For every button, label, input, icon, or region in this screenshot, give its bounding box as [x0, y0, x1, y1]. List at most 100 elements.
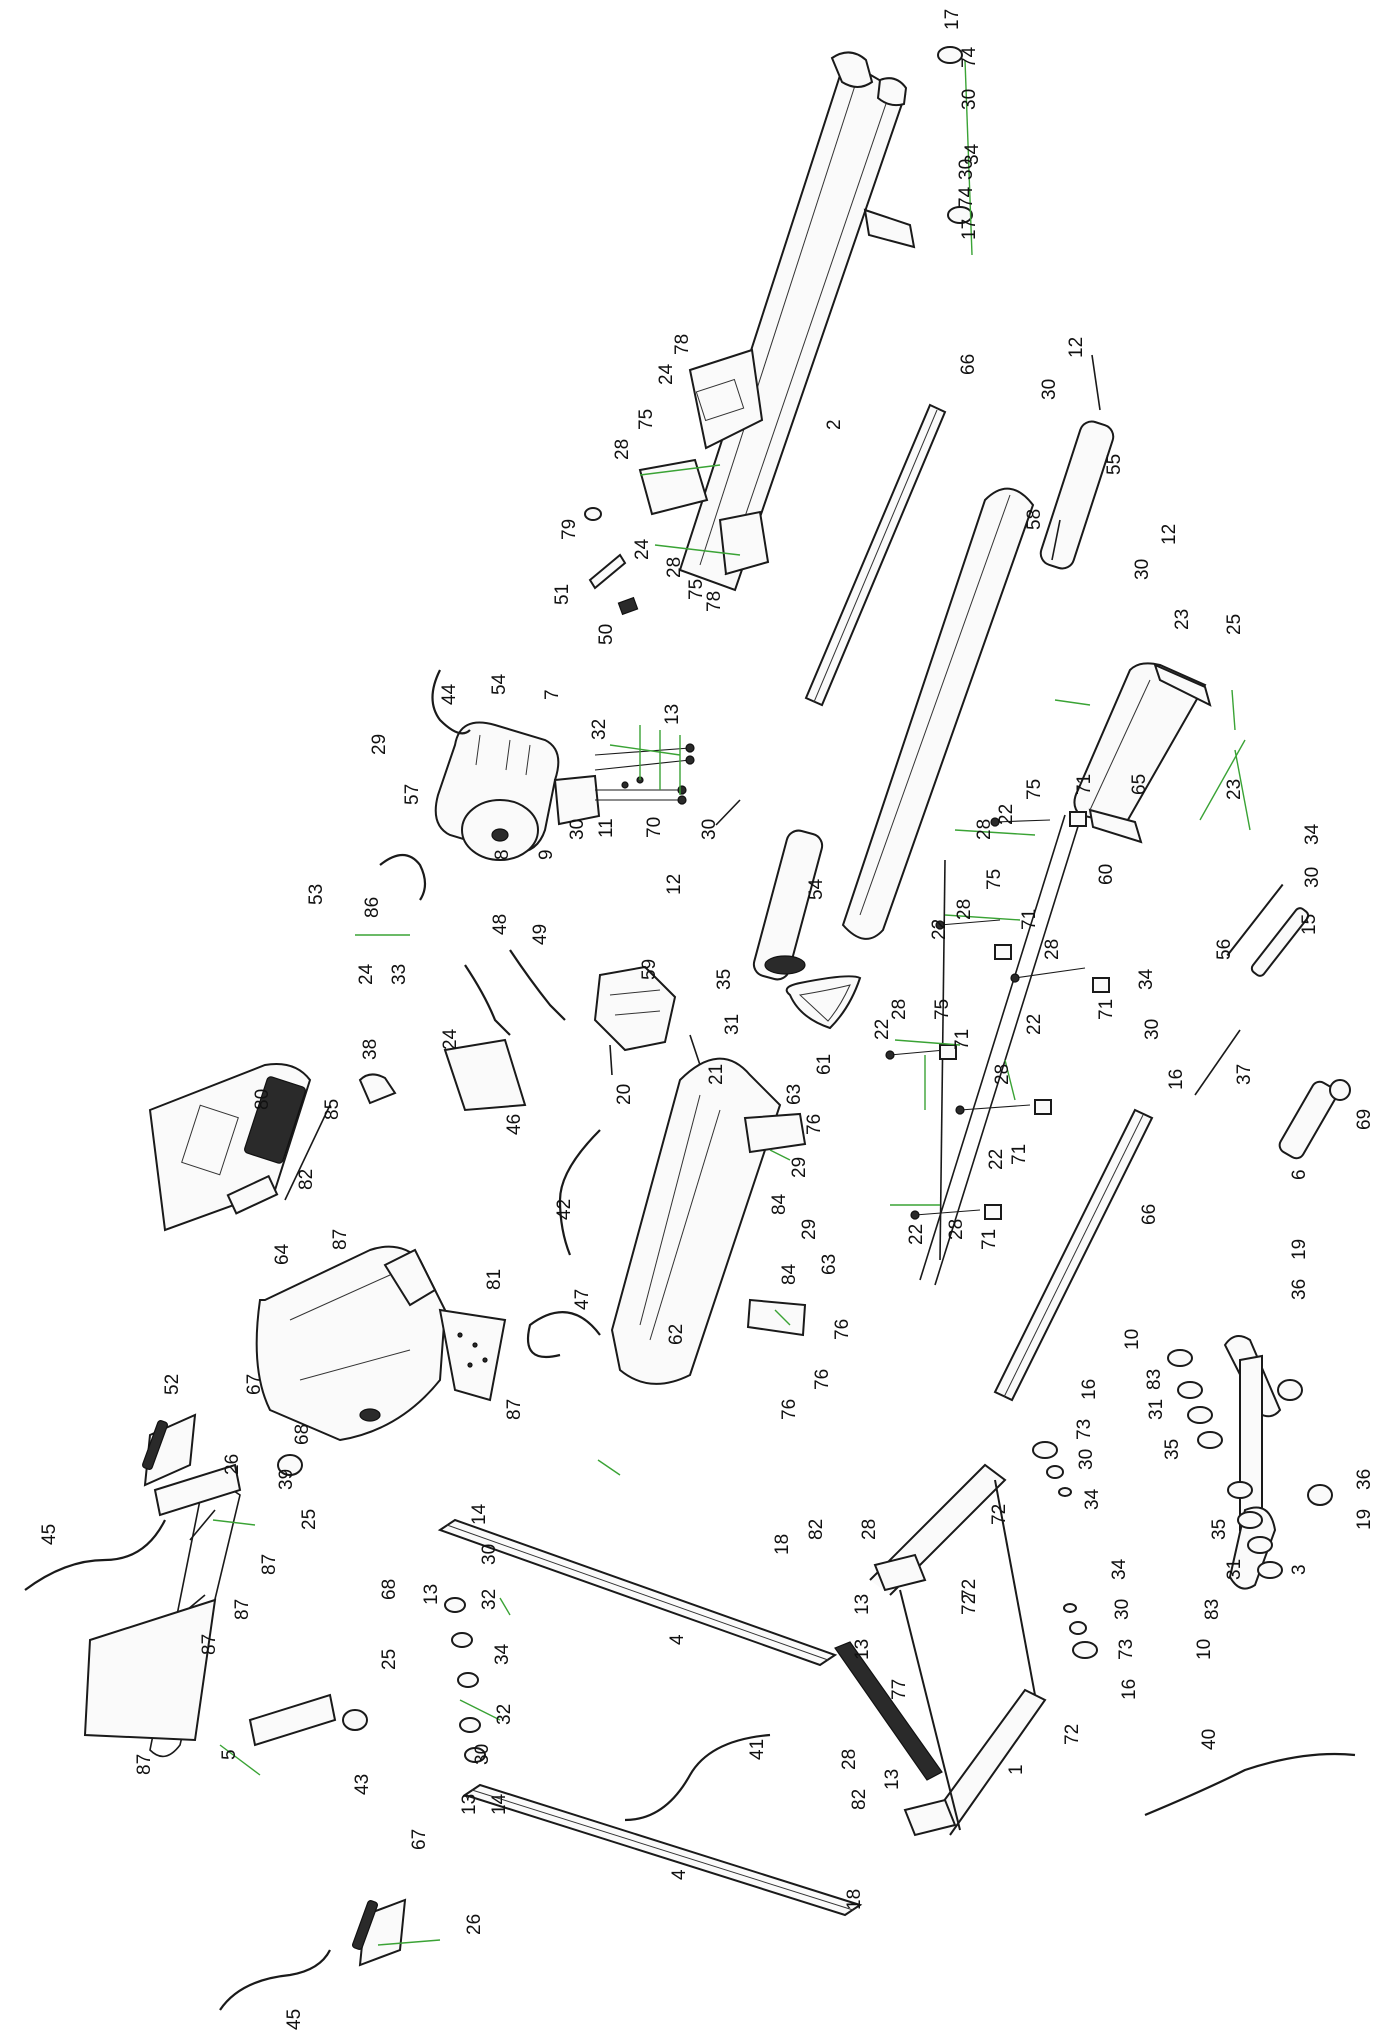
- callout-83b: 83: [1202, 1599, 1223, 1620]
- callout-47: 47: [572, 1289, 593, 1310]
- callout-72d: 72: [959, 1594, 980, 1615]
- base-frame: [869, 1463, 1047, 1837]
- callout-37: 37: [1234, 1064, 1255, 1085]
- motor-controller: [593, 965, 701, 1076]
- console-shroud: [255, 1245, 447, 1442]
- callout-30g: 30: [1142, 1019, 1163, 1040]
- rear-roller: [715, 799, 824, 981]
- callout-28d: 28: [954, 899, 975, 920]
- callout-76a: 76: [804, 1114, 825, 1135]
- callout-13c: 13: [852, 1594, 873, 1615]
- callout-33: 33: [389, 964, 410, 985]
- callout-43: 43: [352, 1774, 373, 1795]
- callout-16a: 16: [1166, 1069, 1187, 1090]
- callout-19a: 19: [1289, 1239, 1310, 1260]
- callout-87e: 87: [199, 1634, 220, 1655]
- drive-motor: [434, 721, 601, 861]
- callout-9: 9: [536, 849, 557, 860]
- callout-70: 70: [644, 817, 665, 838]
- callout-72a: 72: [989, 1504, 1010, 1525]
- callout-31c: 31: [1224, 1559, 1245, 1580]
- incline-bracket: [1073, 662, 1212, 844]
- callout-71c: 71: [1096, 999, 1117, 1020]
- callout-16c: 16: [1119, 1679, 1140, 1700]
- callout-3: 3: [1289, 1564, 1310, 1575]
- callout-84a: 84: [769, 1193, 790, 1215]
- callout-20: 20: [614, 1084, 635, 1105]
- callout-73a: 73: [1074, 1419, 1095, 1440]
- callout-26b: 26: [464, 1914, 485, 1935]
- callout-4a: 4: [667, 1634, 688, 1645]
- callout-52: 52: [162, 1374, 183, 1395]
- callout-30k: 30: [479, 1544, 500, 1565]
- callout-74a: 74: [959, 46, 980, 68]
- callout-80: 80: [252, 1089, 273, 1110]
- gas-cylinder: [1194, 883, 1310, 1096]
- callout-41: 41: [747, 1739, 768, 1760]
- callout-36a: 36: [1289, 1279, 1310, 1300]
- callout-72b: 72: [959, 1579, 980, 1600]
- callout-87d: 87: [232, 1599, 253, 1620]
- callout-83a: 83: [1144, 1369, 1165, 1390]
- callout-82a: 82: [296, 1169, 317, 1190]
- callout-56: 56: [1214, 939, 1235, 960]
- callout-87a: 87: [330, 1229, 351, 1250]
- callout-25c: 25: [379, 1649, 400, 1670]
- callout-29b: 29: [789, 1157, 810, 1178]
- callout-76b: 76: [832, 1319, 853, 1340]
- callout-7: 7: [542, 689, 563, 700]
- callout-22c: 22: [1024, 1014, 1045, 1035]
- callout-54b: 54: [806, 878, 827, 900]
- motor-bolts: [594, 743, 695, 805]
- callout-50: 50: [596, 624, 617, 645]
- callout-1: 1: [1006, 1764, 1027, 1775]
- callout-28h: 28: [946, 1219, 967, 1240]
- callout-63a: 63: [784, 1084, 805, 1105]
- callout-31b: 31: [1146, 1399, 1167, 1420]
- small-parts: [358, 507, 639, 1112]
- callout-30j: 30: [1112, 1599, 1133, 1620]
- callout-61: 61: [814, 1054, 835, 1075]
- bracket-plate-81: [438, 1308, 507, 1402]
- callout-58: 58: [1024, 509, 1045, 530]
- callout-30l: 30: [472, 1744, 493, 1765]
- callout-71d: 71: [952, 1029, 973, 1050]
- callout-63b: 63: [819, 1254, 840, 1275]
- callout-5: 5: [219, 1749, 240, 1760]
- handle-tube-6: [1278, 1079, 1351, 1160]
- leader-lines: [212, 59, 1251, 1946]
- callout-28j: 28: [839, 1749, 860, 1770]
- callout-30e: 30: [567, 819, 588, 840]
- callout-31a: 31: [722, 1014, 743, 1035]
- callout-57: 57: [402, 784, 423, 805]
- callout-32b: 32: [479, 1589, 500, 1610]
- callout-11: 11: [596, 818, 617, 838]
- callout-73b: 73: [1116, 1639, 1137, 1660]
- callout-51: 51: [552, 584, 573, 605]
- callout-62: 62: [666, 1324, 687, 1345]
- callout-40: 40: [1199, 1729, 1220, 1750]
- callout-78a: 78: [672, 334, 693, 355]
- callout-44: 44: [439, 683, 460, 705]
- callout-45b: 45: [284, 2009, 305, 2030]
- callout-22f: 22: [906, 1224, 927, 1245]
- callout-labels: 17 74 30 34 30 74 17 78 24 75 28 2 79 51…: [39, 9, 1375, 2030]
- rail-fasteners: [885, 811, 1110, 1220]
- callout-28e: 28: [1042, 939, 1063, 960]
- callout-25b: 25: [299, 1509, 320, 1530]
- callout-30h: 30: [699, 819, 720, 840]
- upright-left: [437, 1518, 838, 1667]
- callout-28c: 28: [974, 819, 995, 840]
- callout-71f: 71: [979, 1229, 1000, 1250]
- callout-77: 77: [889, 1679, 910, 1700]
- callout-30i: 30: [1076, 1449, 1097, 1470]
- callout-34e: 34: [1109, 1558, 1130, 1580]
- callout-71a: 71: [1074, 774, 1095, 795]
- callout-36b: 36: [1354, 1469, 1375, 1490]
- callout-75b: 75: [686, 579, 707, 600]
- callout-76d: 76: [779, 1399, 800, 1420]
- callout-66a: 66: [958, 354, 979, 375]
- callout-14b: 14: [489, 1793, 510, 1815]
- front-roller: [1039, 354, 1115, 570]
- callout-24a: 24: [656, 363, 677, 385]
